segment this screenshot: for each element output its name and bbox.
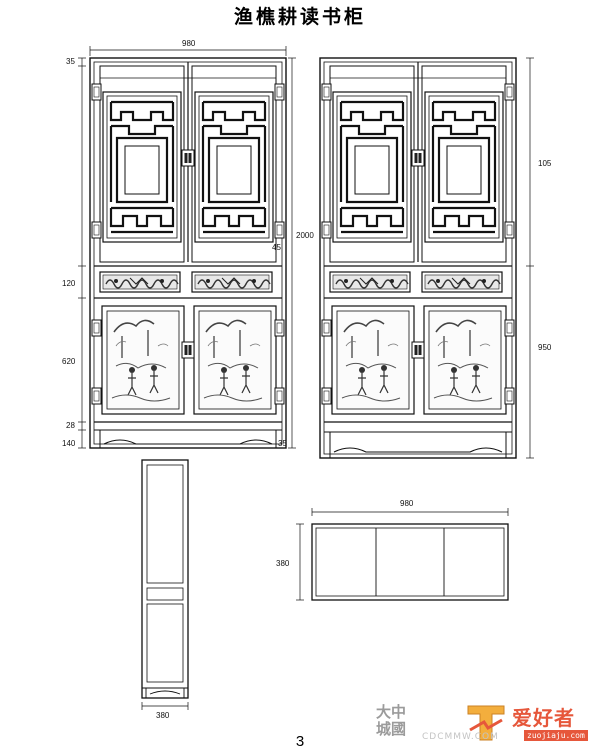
base-offset-label: 35 xyxy=(278,439,287,448)
watermark-url-secondary: CDCMMW.COM xyxy=(422,732,499,742)
grille-gap-label: 45 xyxy=(272,243,281,252)
front-width-label: 980 xyxy=(182,39,196,48)
top-depth-label: 380 xyxy=(276,559,290,568)
back-view-dimensions xyxy=(526,57,534,459)
upper-height-label: 105 xyxy=(538,159,552,168)
front-view-cabinet xyxy=(89,57,287,449)
drawer-height-label: 120 xyxy=(62,279,76,288)
bottom-rail-label: 28 xyxy=(66,421,75,430)
side-view xyxy=(141,459,189,710)
site-watermark: 大中城國 爱好者 zuojiaju.com CDCMMW.COM xyxy=(372,700,600,748)
front-view-dimensions xyxy=(78,46,296,449)
top-view xyxy=(296,508,509,601)
side-depth-label: 380 xyxy=(156,711,170,720)
drawing-title: 渔樵耕读书柜 xyxy=(233,6,366,28)
watermark-brand: 爱好者 xyxy=(512,706,575,730)
top-width-label: 980 xyxy=(400,499,414,508)
door-height-label: 620 xyxy=(62,357,76,366)
back-view-cabinet xyxy=(319,57,517,459)
watermark-logo-icon xyxy=(467,705,505,741)
page-number: 3 xyxy=(295,733,305,750)
watermark-cn-text: 大中城國 xyxy=(376,703,407,738)
top-rail-label: 35 xyxy=(66,57,75,66)
lower-height-label: 950 xyxy=(538,343,552,352)
watermark-url: zuojiaju.com xyxy=(524,730,588,741)
base-height-label: 140 xyxy=(62,439,76,448)
height-label: 2000 xyxy=(296,231,314,240)
